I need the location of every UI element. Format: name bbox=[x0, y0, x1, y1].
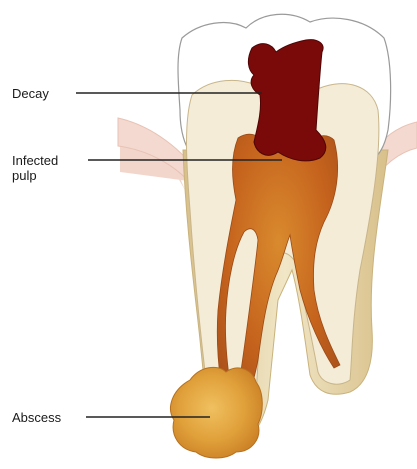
decay-label: Decay bbox=[12, 86, 49, 101]
decay-cavity bbox=[248, 40, 325, 161]
abscess bbox=[171, 367, 263, 458]
infected-pulp-label: Infected pulp bbox=[12, 153, 58, 183]
abscess-label: Abscess bbox=[12, 410, 61, 425]
